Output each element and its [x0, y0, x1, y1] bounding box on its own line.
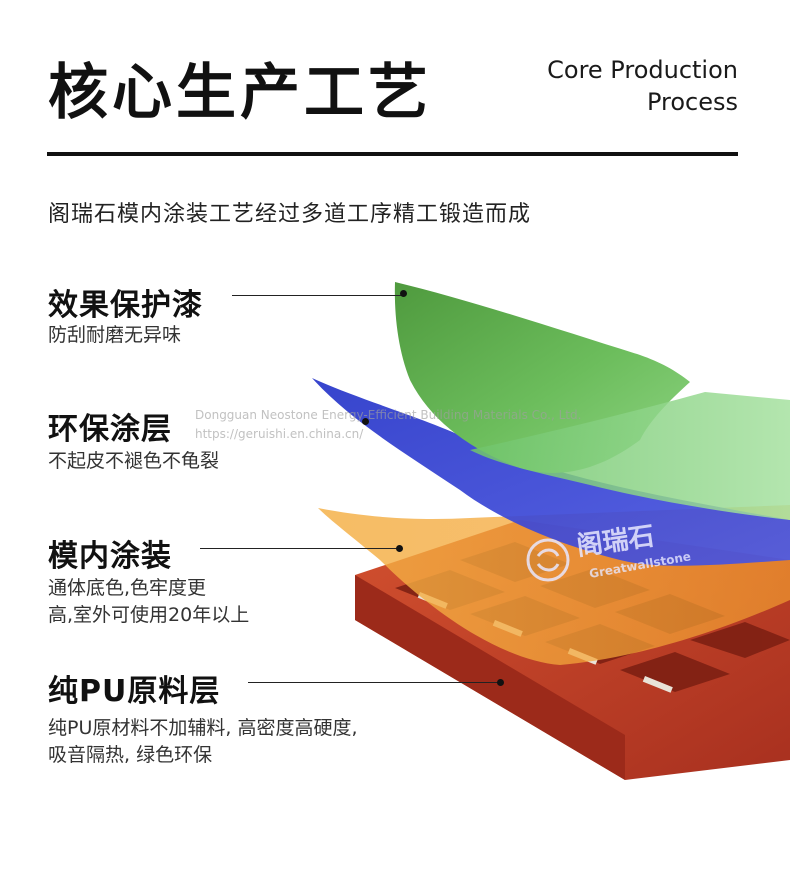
title-divider — [47, 152, 738, 156]
leader-dot — [362, 418, 369, 425]
watermark-url: https://geruishi.en.china.cn/ — [195, 427, 364, 441]
subtitle: 阁瑞石模内涂装工艺经过多道工序精工锻造而成 — [48, 202, 532, 227]
layer-title-protective-lacquer: 效果保护漆 — [48, 288, 203, 323]
layer-desc-protective-lacquer: 防刮耐磨无异味 — [48, 322, 181, 349]
layer-title-pu-base: 纯PU原料层 — [48, 674, 221, 709]
layer-desc-line: 通体底色,色牢度更 — [48, 577, 207, 599]
brand-logo-icon — [526, 538, 570, 582]
layer-title-eco-coating: 环保涂层 — [48, 412, 172, 447]
layer-desc-line: 纯PU原材料不加辅料, 高密度高硬度, — [48, 717, 358, 739]
page-title: 核心生产工艺 — [48, 58, 432, 128]
watermark-company: Dongguan Neostone Energy-Efficient Build… — [195, 408, 582, 422]
english-title-line1: Core Production — [547, 56, 738, 84]
leader-dot — [396, 545, 403, 552]
layer-title-in-mold-coating: 模内涂装 — [48, 539, 172, 574]
layer-desc-pu-base: 纯PU原材料不加辅料, 高密度高硬度, 吸音隔热, 绿色环保 — [48, 715, 357, 769]
leader-dot — [497, 679, 504, 686]
layer-desc-line: 高,室外可使用20年以上 — [48, 604, 250, 626]
layer-desc-eco-coating: 不起皮不褪色不龟裂 — [48, 448, 219, 475]
protective-lacquer-sheet — [470, 392, 790, 520]
english-title: Core Production Process — [547, 54, 738, 118]
leader-dot — [400, 290, 407, 297]
layer-desc-line: 不起皮不褪色不龟裂 — [48, 450, 220, 472]
layer-desc-line: 吸音隔热, 绿色环保 — [48, 744, 213, 766]
layer-desc-line: 防刮耐磨无异味 — [48, 324, 182, 346]
layer-desc-in-mold-coating: 通体底色,色牢度更 高,室外可使用20年以上 — [48, 575, 249, 629]
english-title-line2: Process — [646, 88, 738, 116]
leader-line — [200, 548, 398, 549]
leader-line — [232, 295, 402, 296]
leader-line — [248, 682, 500, 683]
